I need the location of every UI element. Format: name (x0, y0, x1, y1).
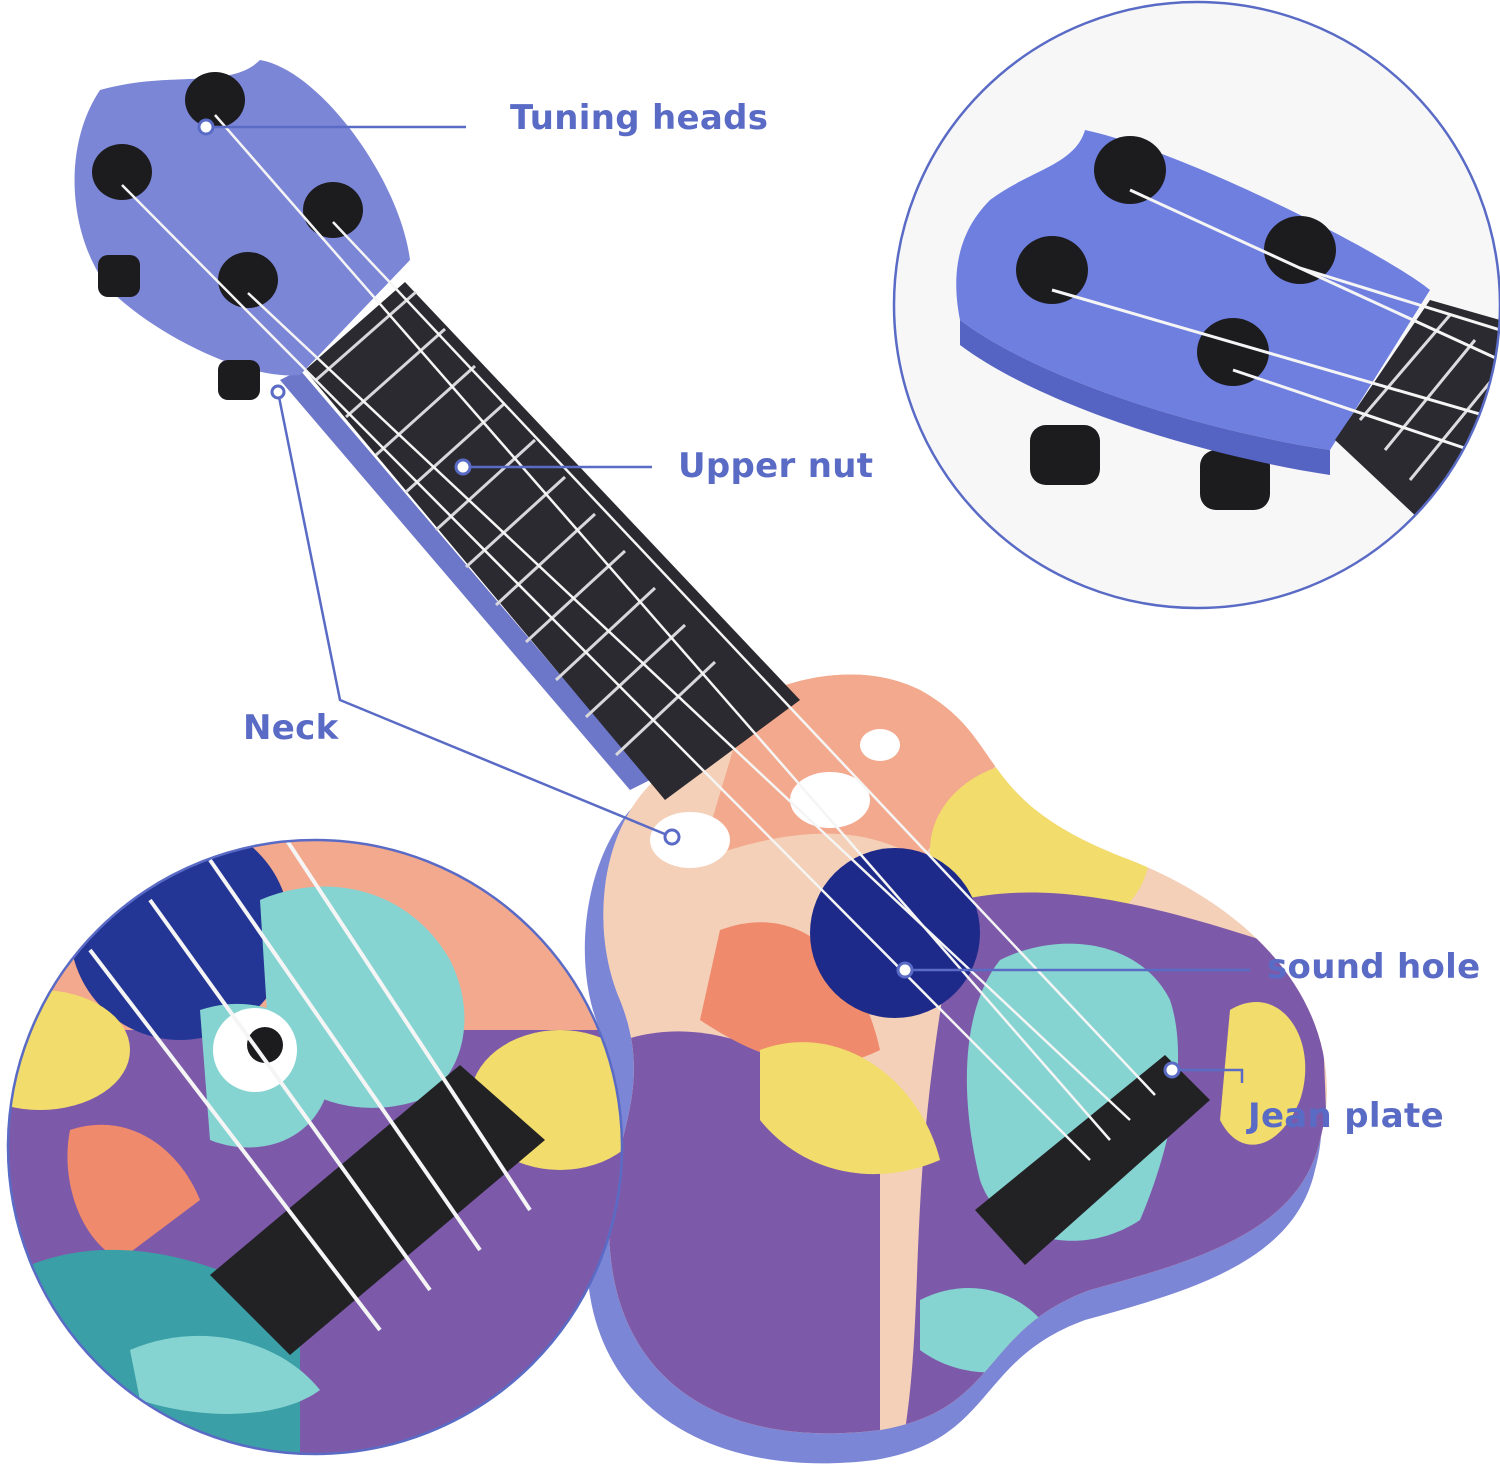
label-neck: Neck (243, 708, 339, 748)
label-tuning-heads: Tuning heads (510, 98, 769, 138)
bridge-zoom-photo (6, 838, 624, 1456)
label-sound-hole: sound hole (1267, 947, 1481, 987)
headstock-zoom-photo (892, 0, 1500, 610)
label-upper-nut: Upper nut (678, 446, 874, 486)
label-bridge: Jean plate (1248, 1096, 1444, 1136)
callout-lines (206, 125, 1250, 1083)
callout-dots (197, 118, 1181, 1079)
